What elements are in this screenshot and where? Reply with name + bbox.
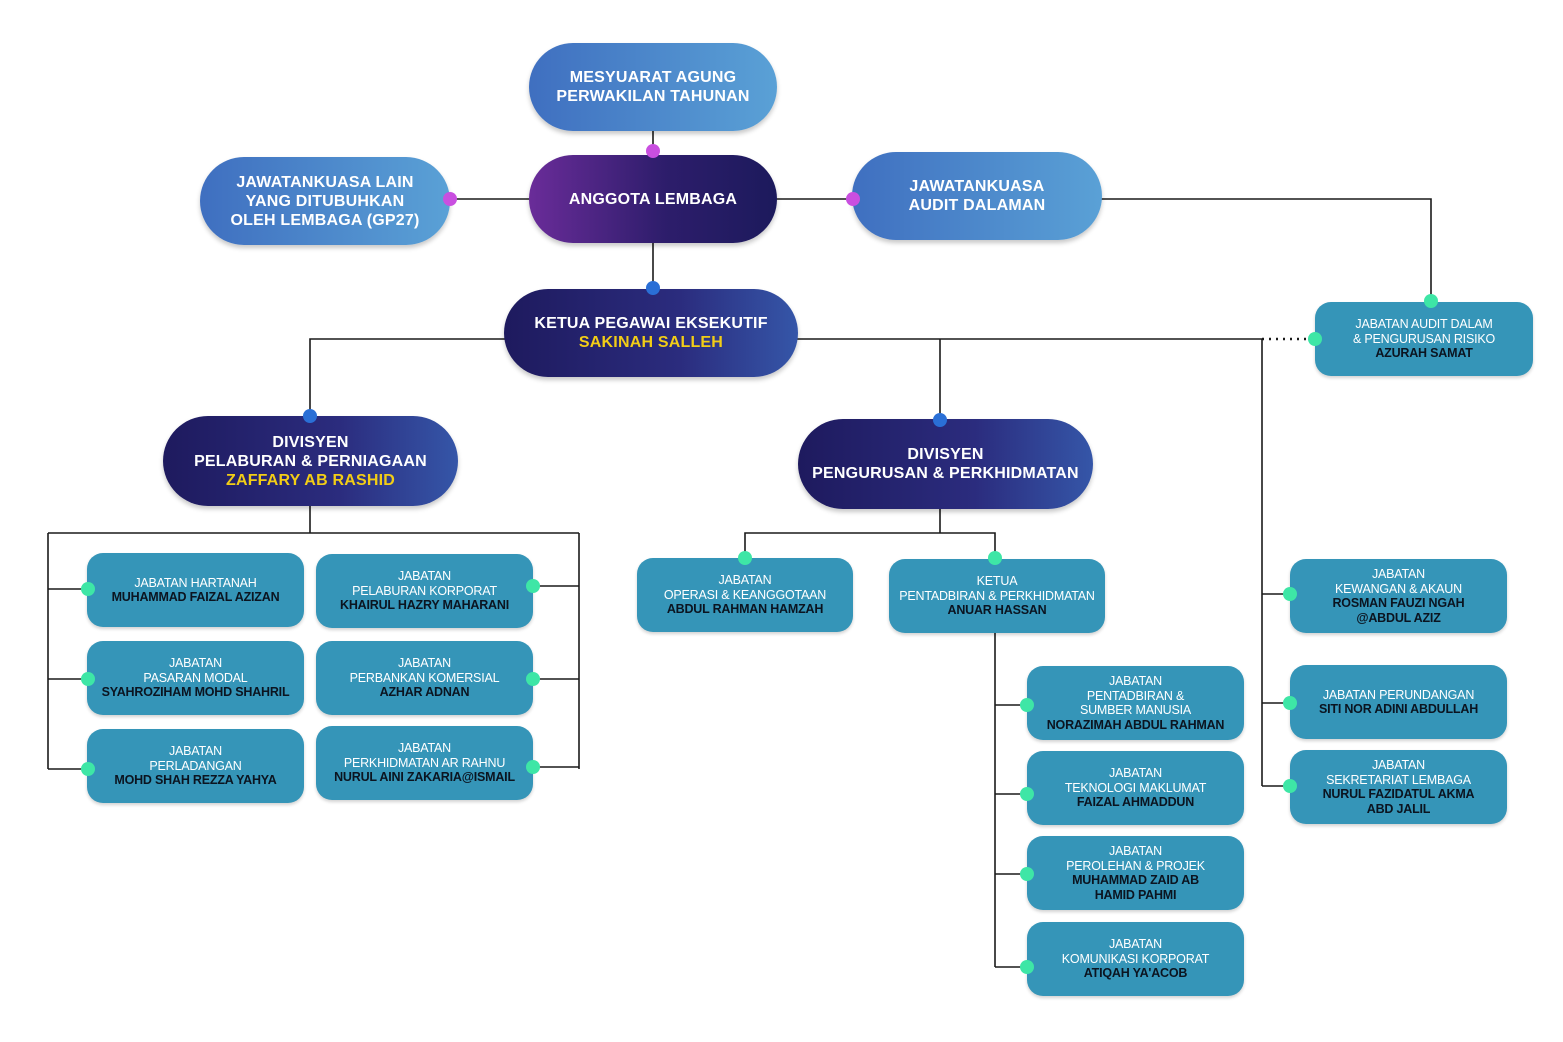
dept-title: JABATAN PERUNDANGAN [1322,687,1475,702]
dept-title: JABATAN [1108,844,1162,858]
board-box: ANGGOTA LEMBAGA [529,155,777,243]
internal-audit-box: JABATAN AUDIT DALAM & PENGURUSAN RISIKO … [1315,302,1533,376]
dept-title: KEWANGAN & AKAUN [1335,581,1462,596]
dept-teknologi-maklumat-box: JABATAN TEKNOLOGI MAKLUMAT FAIZAL AHMADD… [1027,751,1244,825]
dept-title: PENTADBIRAN & PERKHIDMATAN [899,588,1095,603]
agm-box: MESYUARAT AGUNG PERWAKILAN TAHUNAN [529,43,777,131]
dept-head-name: ANUAR HASSAN [947,603,1047,618]
dept-head-name: MUHAMMAD ZAID AB [1072,873,1199,887]
admin-head-box: KETUA PENTADBIRAN & PERKHIDMATAN ANUAR H… [889,559,1105,633]
dept-operasi-box: JABATAN OPERASI & KEANGGOTAAN ABDUL RAHM… [637,558,853,632]
division-management-box: DIVISYEN PENGURUSAN & PERKHIDMATAN [798,419,1093,509]
dept-ar-rahnu-box: JABATAN PERKHIDMATAN AR RAHNU NURUL AINI… [316,726,533,800]
other-committees-box: JAWATANKUASA LAIN YANG DITUBUHKAN OLEH L… [200,157,450,245]
dept-title: OPERASI & KEANGGOTAAN [663,587,827,602]
internal-audit-title-2: & PENGURUSAN RISIKO [1352,331,1496,346]
dept-head-name: FAIZAL AHMADDUN [1076,795,1195,810]
dept-title: JABATAN HARTANAH [134,575,257,590]
dept-title: PERBANKAN KOMERSIAL [349,670,500,685]
dept-head-name: ABDUL RAHMAN HAMZAH [666,602,824,617]
dept-head-name: NURUL FAZIDATUL AKMA [1322,787,1475,801]
dept-title: KOMUNIKASI KORPORAT [1061,951,1210,966]
dept-title: TEKNOLOGI MAKLUMAT [1064,780,1207,795]
audit-committee-line-1: JAWATANKUASA [909,178,1045,195]
dept-pentadbiran-sm-box: JABATAN PENTADBIRAN & SUMBER MANUSIA NOR… [1027,666,1244,740]
dept-perbankan-komersial-box: JABATAN PERBANKAN KOMERSIAL AZHAR ADNAN [316,641,533,715]
dept-title: JABATAN [1108,674,1162,688]
dept-title: JABATAN [397,656,451,671]
dept-head-name: ATIQAH YA'ACOB [1083,966,1188,981]
division-investment-head: ZAFFARY AB RASHID [225,471,396,489]
dept-title: SUMBER MANUSIA [1079,703,1192,717]
audit-committee-line-2: AUDIT DALAMAN [908,197,1046,214]
other-committees-line-1: JAWATANKUASA LAIN [236,173,414,191]
dept-head-name: AZHAR ADNAN [379,685,470,700]
division-management-title-2: PENGURUSAN & PERKHIDMATAN [812,465,1079,482]
dept-title: KETUA [976,574,1018,589]
dept-perolehan-projek-box: JABATAN PEROLEHAN & PROJEK MUHAMMAD ZAID… [1027,836,1244,910]
dept-title: JABATAN [168,744,222,759]
dept-title: JABATAN [1108,937,1162,952]
dept-title: JABATAN [168,656,222,671]
dept-komunikasi-korporat-box: JABATAN KOMUNIKASI KORPORAT ATIQAH YA'AC… [1027,922,1244,996]
dept-title: PASARAN MODAL [143,670,248,685]
audit-committee-box: JAWATANKUASA AUDIT DALAMAN [852,152,1102,240]
dept-hartanah-box: JABATAN HARTANAH MUHAMMAD FAIZAL AZIZAN [87,553,304,627]
division-investment-box: DIVISYEN PELABURAN & PERNIAGAAN ZAFFARY … [163,416,458,506]
other-committees-line-2: YANG DITUBUHKAN [245,192,405,210]
dept-title: JABATAN [397,569,451,584]
dept-head-name: MOHD SHAH REZZA YAHYA [114,773,277,788]
dept-head-name: SITI NOR ADINI ABDULLAH [1318,702,1479,716]
dept-title: JABATAN [1371,758,1425,772]
internal-audit-name: AZURAH SAMAT [1375,346,1473,361]
dept-title: SEKRETARIAT LEMBAGA [1326,772,1471,787]
dept-sekretariat-lembaga-box: JABATAN SEKRETARIAT LEMBAGA NURUL FAZIDA… [1290,750,1507,824]
dept-pasaran-modal-box: JABATAN PASARAN MODAL SYAHROZIHAM MOHD S… [87,641,304,715]
dept-head-name: ABD JALIL [1366,801,1431,816]
dept-title: JABATAN [1108,766,1162,781]
dept-title: JABATAN [1371,567,1425,581]
agm-line-1: MESYUARAT AGUNG [569,69,737,86]
dept-head-name: SYAHROZIHAM MOHD SHAHRIL [101,685,290,700]
dept-title: JABATAN [718,573,772,588]
dept-head-name: HAMID PAHMI [1094,887,1177,902]
board-label: ANGGOTA LEMBAGA [568,190,738,208]
dept-head-name: @ABDUL AZIZ [1356,610,1441,625]
division-investment-title-2: PELABURAN & PERNIAGAAN [194,452,427,470]
dept-title: PERKHIDMATAN AR RAHNU [343,755,506,770]
dept-head-name: NURUL AINI ZAKARIA@ISMAIL [334,770,515,785]
dept-title: PENTADBIRAN & [1086,688,1185,703]
division-investment-title-1: DIVISYEN [272,433,349,451]
dept-head-name: NORAZIMAH ABDUL RAHMAN [1046,717,1225,732]
dept-kewangan-akaun-box: JABATAN KEWANGAN & AKAUN ROSMAN FAUZI NG… [1290,559,1507,633]
dept-head-name: ROSMAN FAUZI NGAH [1332,596,1465,610]
dept-title: PEROLEHAN & PROJEK [1066,858,1205,873]
internal-audit-title-1: JABATAN AUDIT DALAM [1355,317,1493,332]
division-management-title-1: DIVISYEN [907,446,984,463]
dept-title: JABATAN [397,741,451,756]
other-committees-line-3: OLEH LEMBAGA (GP27) [230,211,420,229]
dept-perladangan-box: JABATAN PERLADANGAN MOHD SHAH REZZA YAHY… [87,729,304,803]
dept-perundangan-box: JABATAN PERUNDANGAN SITI NOR ADINI ABDUL… [1290,665,1507,739]
ceo-title: KETUA PEGAWAI EKSEKUTIF [534,315,768,332]
dept-pelaburan-korporat-box: JABATAN PELABURAN KORPORAT KHAIRUL HAZRY… [316,554,533,628]
dept-title: PERLADANGAN [149,758,242,773]
ceo-name: SAKINAH SALLEH [578,334,724,351]
dept-head-name: KHAIRUL HAZRY MAHARANI [340,598,509,613]
agm-line-2: PERWAKILAN TAHUNAN [556,88,750,105]
dept-head-name: MUHAMMAD FAIZAL AZIZAN [111,590,280,604]
ceo-box: KETUA PEGAWAI EKSEKUTIF SAKINAH SALLEH [504,289,798,377]
dept-title: PELABURAN KORPORAT [352,583,497,598]
